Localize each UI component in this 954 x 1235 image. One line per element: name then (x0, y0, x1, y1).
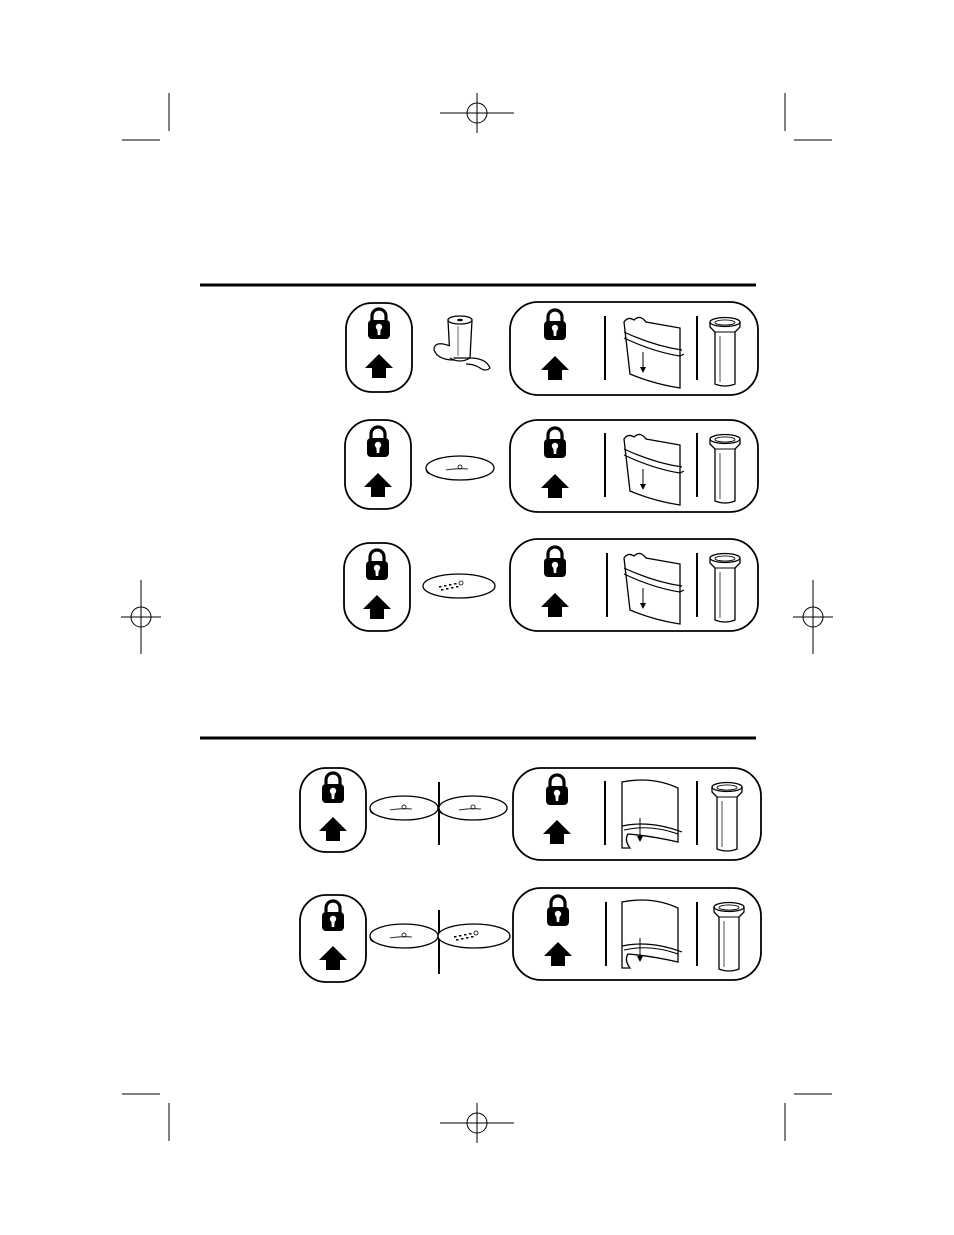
registration-mark-bottom (440, 1103, 514, 1143)
disc-row-1 (345, 420, 758, 512)
registration-mark-top (440, 93, 514, 133)
disc-row-2 (344, 539, 758, 631)
registration-mark-right (793, 580, 833, 654)
disc-icon (423, 574, 495, 598)
disc-icon (438, 924, 510, 948)
disc-icon (370, 924, 438, 948)
blade-row (346, 302, 758, 395)
double-disc-row-2 (300, 888, 761, 982)
lock-panel (346, 303, 412, 392)
disc-icon (426, 456, 494, 480)
disc-icon (439, 796, 507, 820)
registration-mark-left (121, 580, 161, 654)
disc-icon (370, 796, 438, 820)
chopping-blade-icon (434, 316, 490, 370)
double-disc-row-1 (300, 768, 761, 860)
